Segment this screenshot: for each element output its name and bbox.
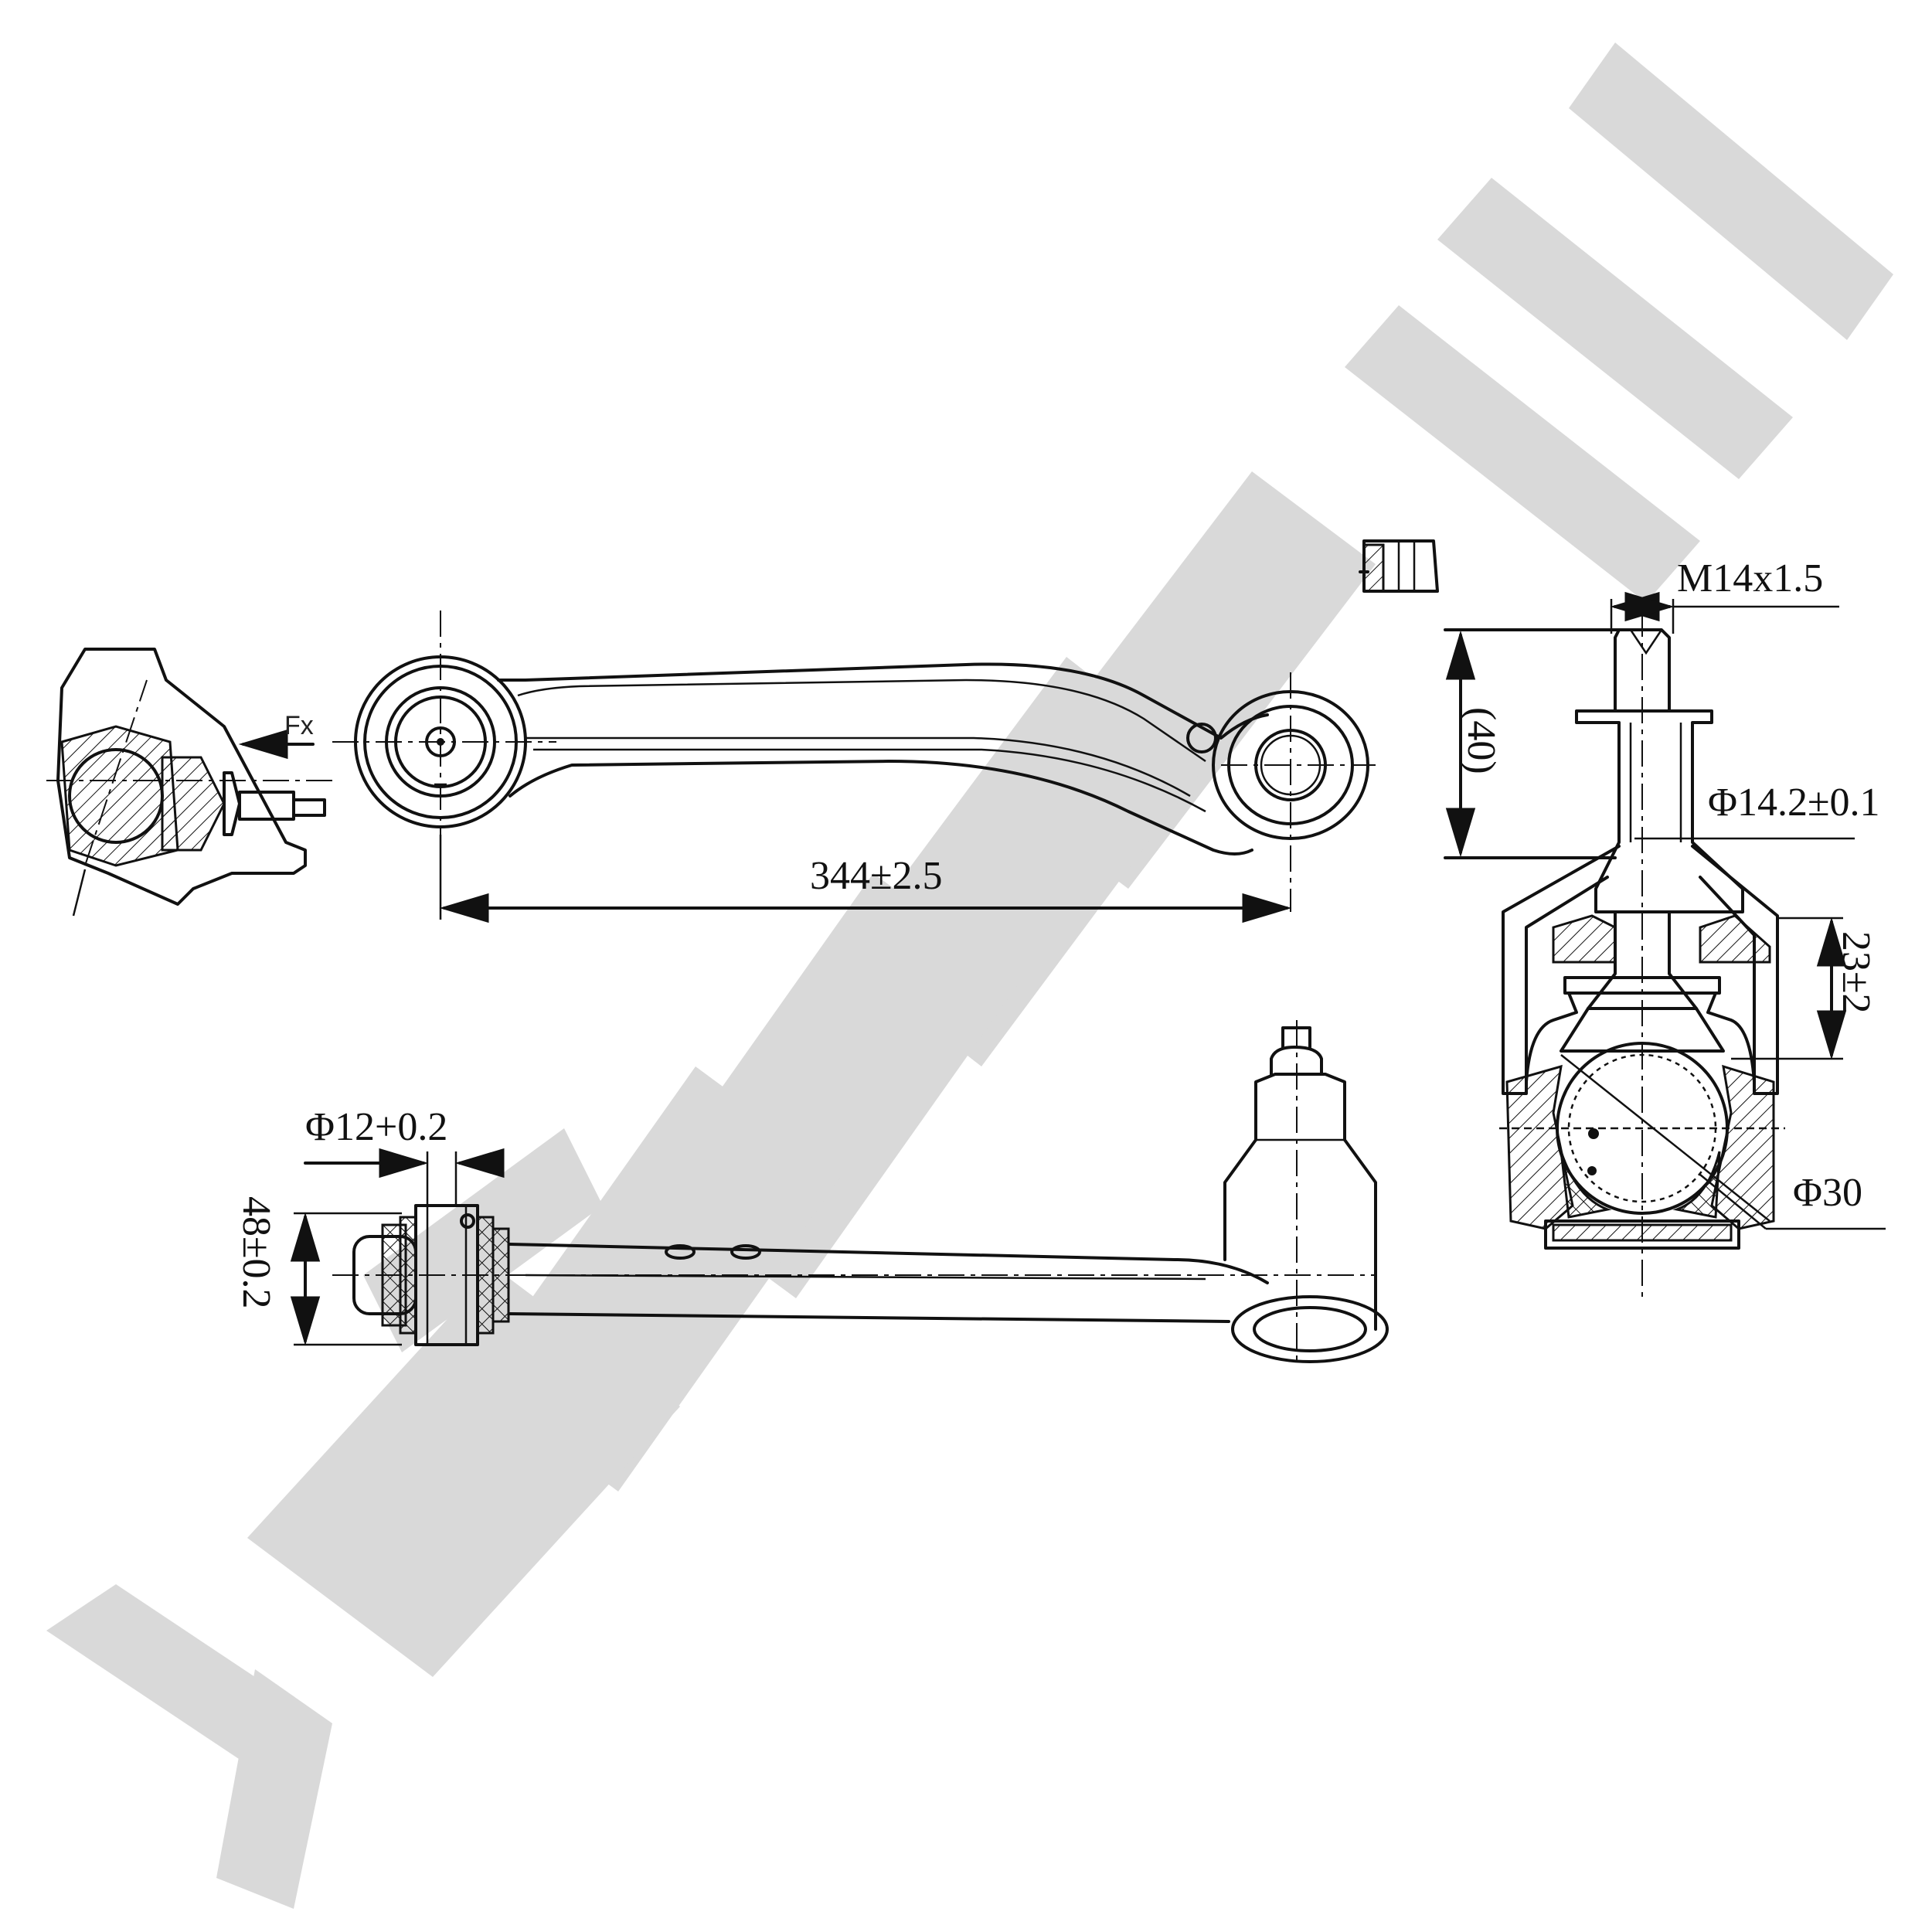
watermark-logo [46, 43, 1893, 1909]
ball-diameter-dimension: Φ30 [1699, 1171, 1886, 1230]
taper-length-dimension: (40) [1444, 628, 1621, 859]
bushing-width-dimension: 48±0.2 [234, 1196, 402, 1346]
ball-joint-side-section [46, 648, 332, 917]
ball-joint-section [1499, 611, 1785, 1298]
taper-diameter-label: Φ14.2±0.1 [1708, 781, 1880, 825]
thread-dimension: M14x1.5 [1610, 556, 1839, 634]
ball-diameter-label: Φ30 [1793, 1171, 1862, 1215]
thread-label: M14x1.5 [1677, 556, 1823, 600]
length-dimension-label: 344±2.5 [810, 854, 943, 898]
castle-nut [1359, 539, 1439, 593]
taper-length-label: (40) [1459, 707, 1503, 774]
joint-height-dimension: 23±2 [1731, 917, 1878, 1060]
force-arrow: Fx [238, 711, 315, 760]
bushing-diameter-label: Φ12+0.2 [305, 1105, 447, 1149]
bushing-width-label: 48±0.2 [234, 1196, 278, 1309]
force-label: Fx [284, 711, 314, 740]
bushing-diameter-dimension: Φ12+0.2 [304, 1105, 505, 1206]
taper-diameter-dimension: Φ14.2±0.1 [1634, 781, 1880, 840]
joint-height-label: 23±2 [1834, 931, 1878, 1014]
control-arm-top-view [332, 611, 1376, 912]
length-dimension: 344±2.5 [439, 835, 1292, 923]
control-arm-side-view [332, 1020, 1389, 1363]
